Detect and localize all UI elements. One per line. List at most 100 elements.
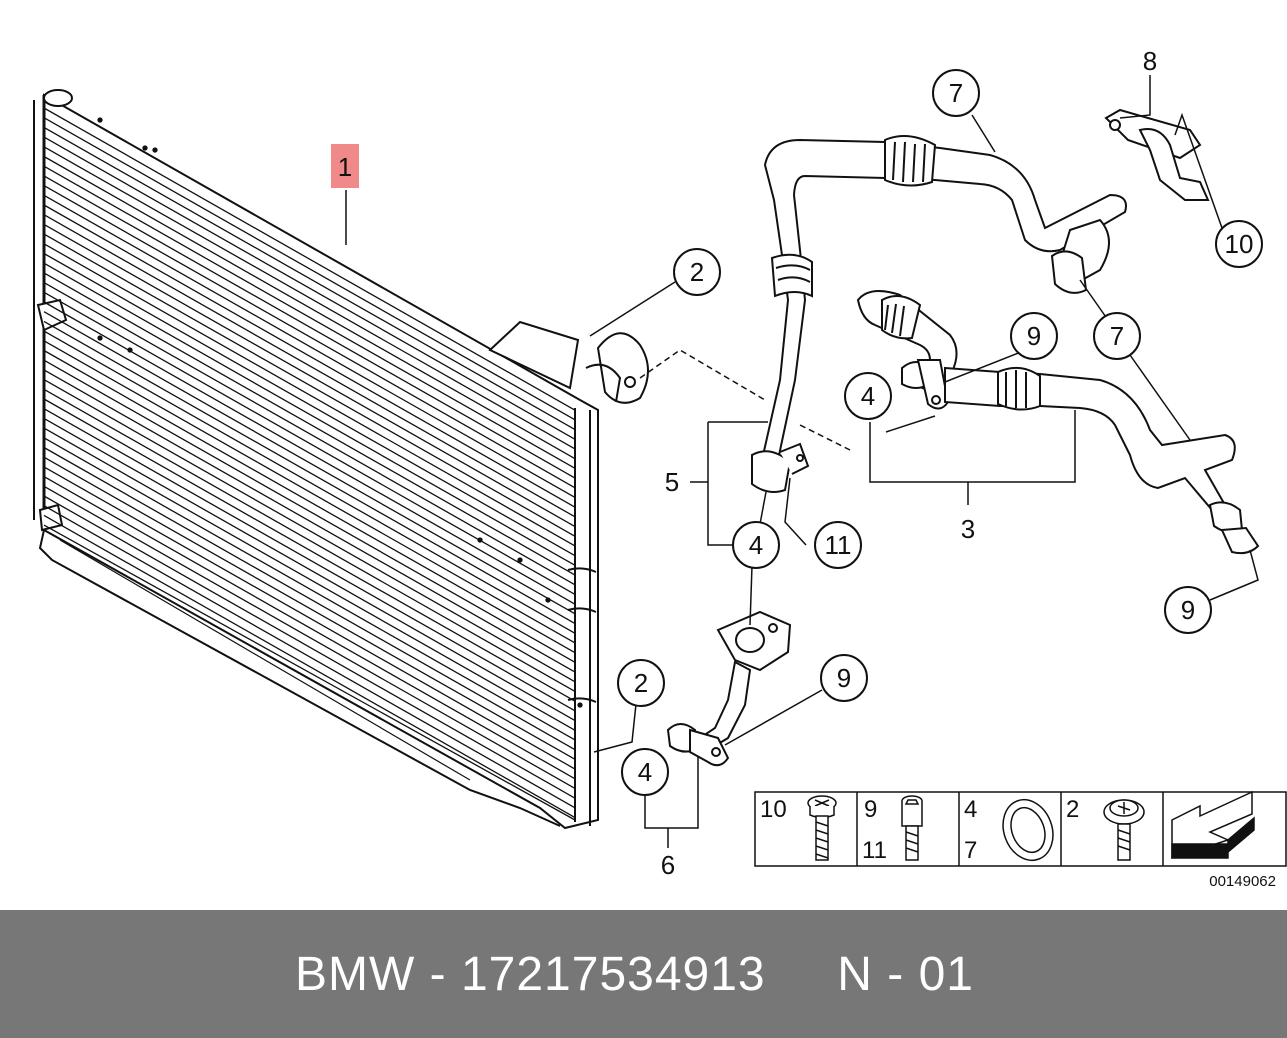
callout-1[interactable]: 1 [338,152,352,182]
callout-9-right-label: 9 [1181,595,1195,625]
radiator-rivet [97,117,103,123]
callout-2-top[interactable]: 2 [673,248,721,296]
footer-bar: BMW - 17217534913 N - 01 [0,910,1287,1038]
radiator-fin [43,330,576,634]
callout-9-right[interactable]: 9 [1164,586,1212,634]
callout-4-right-label: 4 [861,381,875,411]
radiator-fin [43,476,576,780]
radiator-fin [43,204,576,508]
legend-num-4: 4 [964,796,977,823]
callout-7-right[interactable]: 7 [1093,312,1141,360]
radiator-fin [43,262,576,566]
legend-num-11: 11 [862,837,887,864]
radiator-fin [43,359,576,663]
radiator-fin [43,165,576,469]
leader-lines [345,75,1259,848]
radiator-fin [43,214,576,518]
collar-screw-icon [1103,799,1145,861]
callout-11[interactable]: 11 [814,521,862,569]
legend-num-2: 2 [1066,796,1079,823]
callout-7-right-label: 7 [1110,321,1124,351]
legend-num-9: 9 [864,796,877,823]
bracket-8 [1104,108,1210,201]
callout-7-top[interactable]: 7 [932,69,980,117]
radiator-fin [43,427,576,731]
hex-bolt-icon [901,795,923,861]
callout-1-highlight [331,144,359,188]
radiator-rivet [142,145,148,151]
group-label-3[interactable]: 3 [961,514,975,544]
screw-icon [807,795,837,861]
radiator-fin [43,185,576,489]
radiator-fin [43,505,576,809]
reference-code: 00149062 [1209,873,1276,890]
radiator-fin [43,117,576,421]
callout-8[interactable]: 8 [1143,46,1157,76]
callout-4-bottom[interactable]: 4 [621,748,669,796]
radiator-rivet [577,702,583,708]
radiator-fin [43,320,576,625]
radiator-rivet [477,537,483,543]
oil-line-5 [751,138,886,493]
oil-line-3 [856,290,1260,555]
radiator-fin [43,379,576,683]
radiator-fin [43,466,576,770]
radiator-fin [43,446,576,751]
callout-9-mid-label: 9 [1027,321,1041,351]
radiator-fin [43,146,576,450]
oil-line-6 [666,610,792,767]
radiator-fin [43,398,576,702]
radiator-fin [43,223,576,528]
callout-4-bottom-label: 4 [638,757,652,787]
callout-4-mid-label: 4 [749,530,763,560]
radiator-fin [43,340,576,644]
radiator-fin [43,282,576,586]
radiator-fin [43,194,576,499]
callout-9-bottom-label: 9 [837,663,851,693]
radiator-fin [43,524,576,821]
radiator-rivet [127,347,133,353]
radiator-fin [43,243,576,547]
callout-4-right[interactable]: 4 [844,372,892,420]
radiator-fins [43,107,583,821]
callout-7-top-label: 7 [949,78,963,108]
radiator-fin [43,311,576,615]
radiator-fin [43,437,576,741]
radiator-rivet [545,597,551,603]
legend-num-10: 10 [760,796,787,823]
radiator-fin [43,417,576,722]
seal-ring-icon [1002,798,1054,862]
radiator-fin [43,252,576,557]
callout-4-mid[interactable]: 4 [732,521,780,569]
callout-10[interactable]: 10 [1215,220,1263,268]
callout-9-mid[interactable]: 9 [1010,312,1058,360]
parts-diagram: 1 2 2 4 4 4 7 7 8 9 9 9 10 [33,46,1287,890]
radiator-fin [43,369,576,673]
group-label-5[interactable]: 5 [665,467,679,497]
radiator-fin [43,233,576,537]
radiator-fin [43,485,576,790]
group-label-6[interactable]: 6 [661,850,675,880]
radiator-fin [43,495,576,799]
radiator-fin [43,272,576,576]
callout-2-bottom[interactable]: 2 [617,659,665,707]
radiator-fin [43,155,576,460]
legend-table: 10 9 11 4 7 2 [754,790,1287,867]
radiator-fin [43,107,576,411]
radiator-fin [43,126,576,431]
callout-9-bottom[interactable]: 9 [820,654,868,702]
radiator-fin [43,349,576,654]
radiator-rivet [97,335,103,341]
callout-10-label: 10 [1225,229,1254,259]
part-number-caption: BMW - 17217534913 N - 01 [295,947,974,1001]
radiator-fin [43,136,576,440]
radiator-rivet [517,557,523,563]
radiator-fin [43,301,576,605]
radiator-fin [43,388,576,693]
radiator-fin [43,456,576,760]
radiator-fin [43,408,576,712]
callout-2-top-label: 2 [690,257,704,287]
arrow-icon [1171,790,1255,860]
oil-cooler-radiator [33,89,649,830]
legend-num-7: 7 [964,837,977,864]
